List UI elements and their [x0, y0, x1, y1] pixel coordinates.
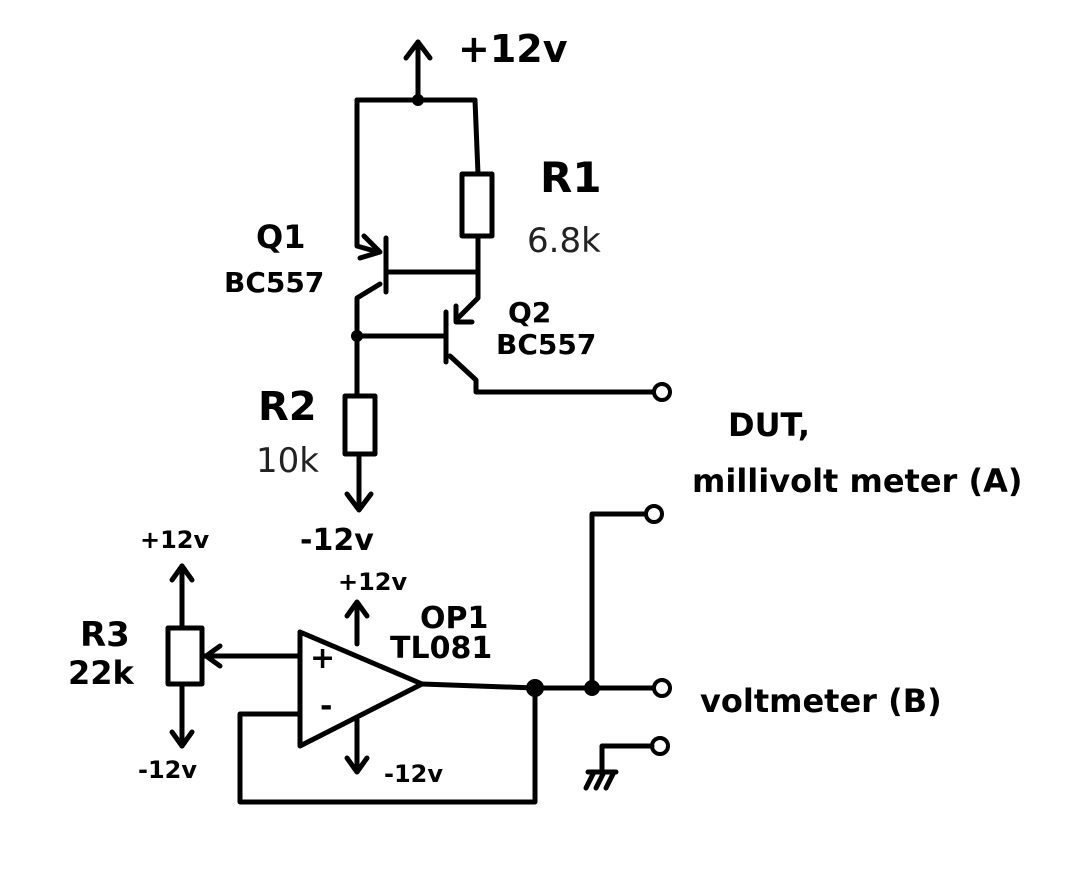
output-junction-feedback [526, 679, 544, 697]
q2-part-label: BC557 [496, 328, 596, 361]
op1-feedback-wire [237, 685, 538, 805]
r3-up-arrow [169, 563, 195, 583]
top-supply-label: +12v [458, 27, 568, 71]
q1-part-label: BC557 [224, 266, 324, 299]
dut-terminal [652, 382, 672, 402]
op1-plus-supply-arrow [344, 599, 370, 619]
op1-plus-supply-label: +12v [338, 568, 408, 596]
q2-emitter-arrow [453, 303, 475, 325]
r1-resistor [459, 171, 495, 239]
r3-wiper-arrow [203, 643, 223, 669]
r3-down-arrow [169, 729, 195, 749]
r3-value-label: 22k [68, 654, 135, 692]
ground-icon [583, 743, 655, 791]
op1-minus-supply-arrow [344, 755, 370, 775]
op1-minus-supply-label: -12v [384, 760, 443, 788]
op1-part-label: TL081 [390, 631, 492, 666]
r3-minus-supply-label: -12v [138, 756, 197, 784]
dut-label-line2: millivolt meter (A) [692, 462, 1022, 500]
q1-emitter-wire [354, 97, 381, 255]
op1-plus-input: + [310, 641, 335, 676]
r3-name-label: R3 [80, 615, 130, 655]
q2-collector-wire [447, 353, 658, 395]
q1-collector-wire [354, 281, 383, 401]
voltmeter-terminal [652, 678, 672, 698]
r1-value-label: 6.8k [527, 221, 601, 261]
top-supply-arrow [403, 39, 433, 101]
op1-minus-input: - [320, 689, 332, 724]
q1-name-label: Q1 [256, 218, 305, 256]
r3-resistor [165, 625, 205, 687]
r2-value-label: 10k [256, 441, 319, 481]
q2-emitter-wire [453, 269, 481, 323]
q1-emitter-arrow [357, 233, 383, 261]
meter-a-branch-wire [589, 511, 649, 691]
r2-resistor [342, 393, 378, 457]
voltmeter-label: voltmeter (B) [700, 682, 942, 720]
r2-name-label: R2 [258, 384, 317, 430]
r2-down-arrow [344, 491, 374, 513]
q2-name-label: Q2 [508, 296, 551, 329]
r2-supply-label: -12v [300, 523, 374, 558]
r3-plus-supply-label: +12v [140, 526, 210, 554]
r1-top-wire [472, 97, 481, 177]
q2-base-junction [351, 330, 363, 342]
millivolt-terminal [644, 504, 664, 524]
op1-name-label: OP1 [420, 601, 488, 636]
dut-label-line1: DUT, [728, 406, 810, 444]
op1-amplifier [297, 629, 425, 749]
r1-name-label: R1 [540, 153, 602, 202]
top-rail-junction [412, 94, 424, 106]
